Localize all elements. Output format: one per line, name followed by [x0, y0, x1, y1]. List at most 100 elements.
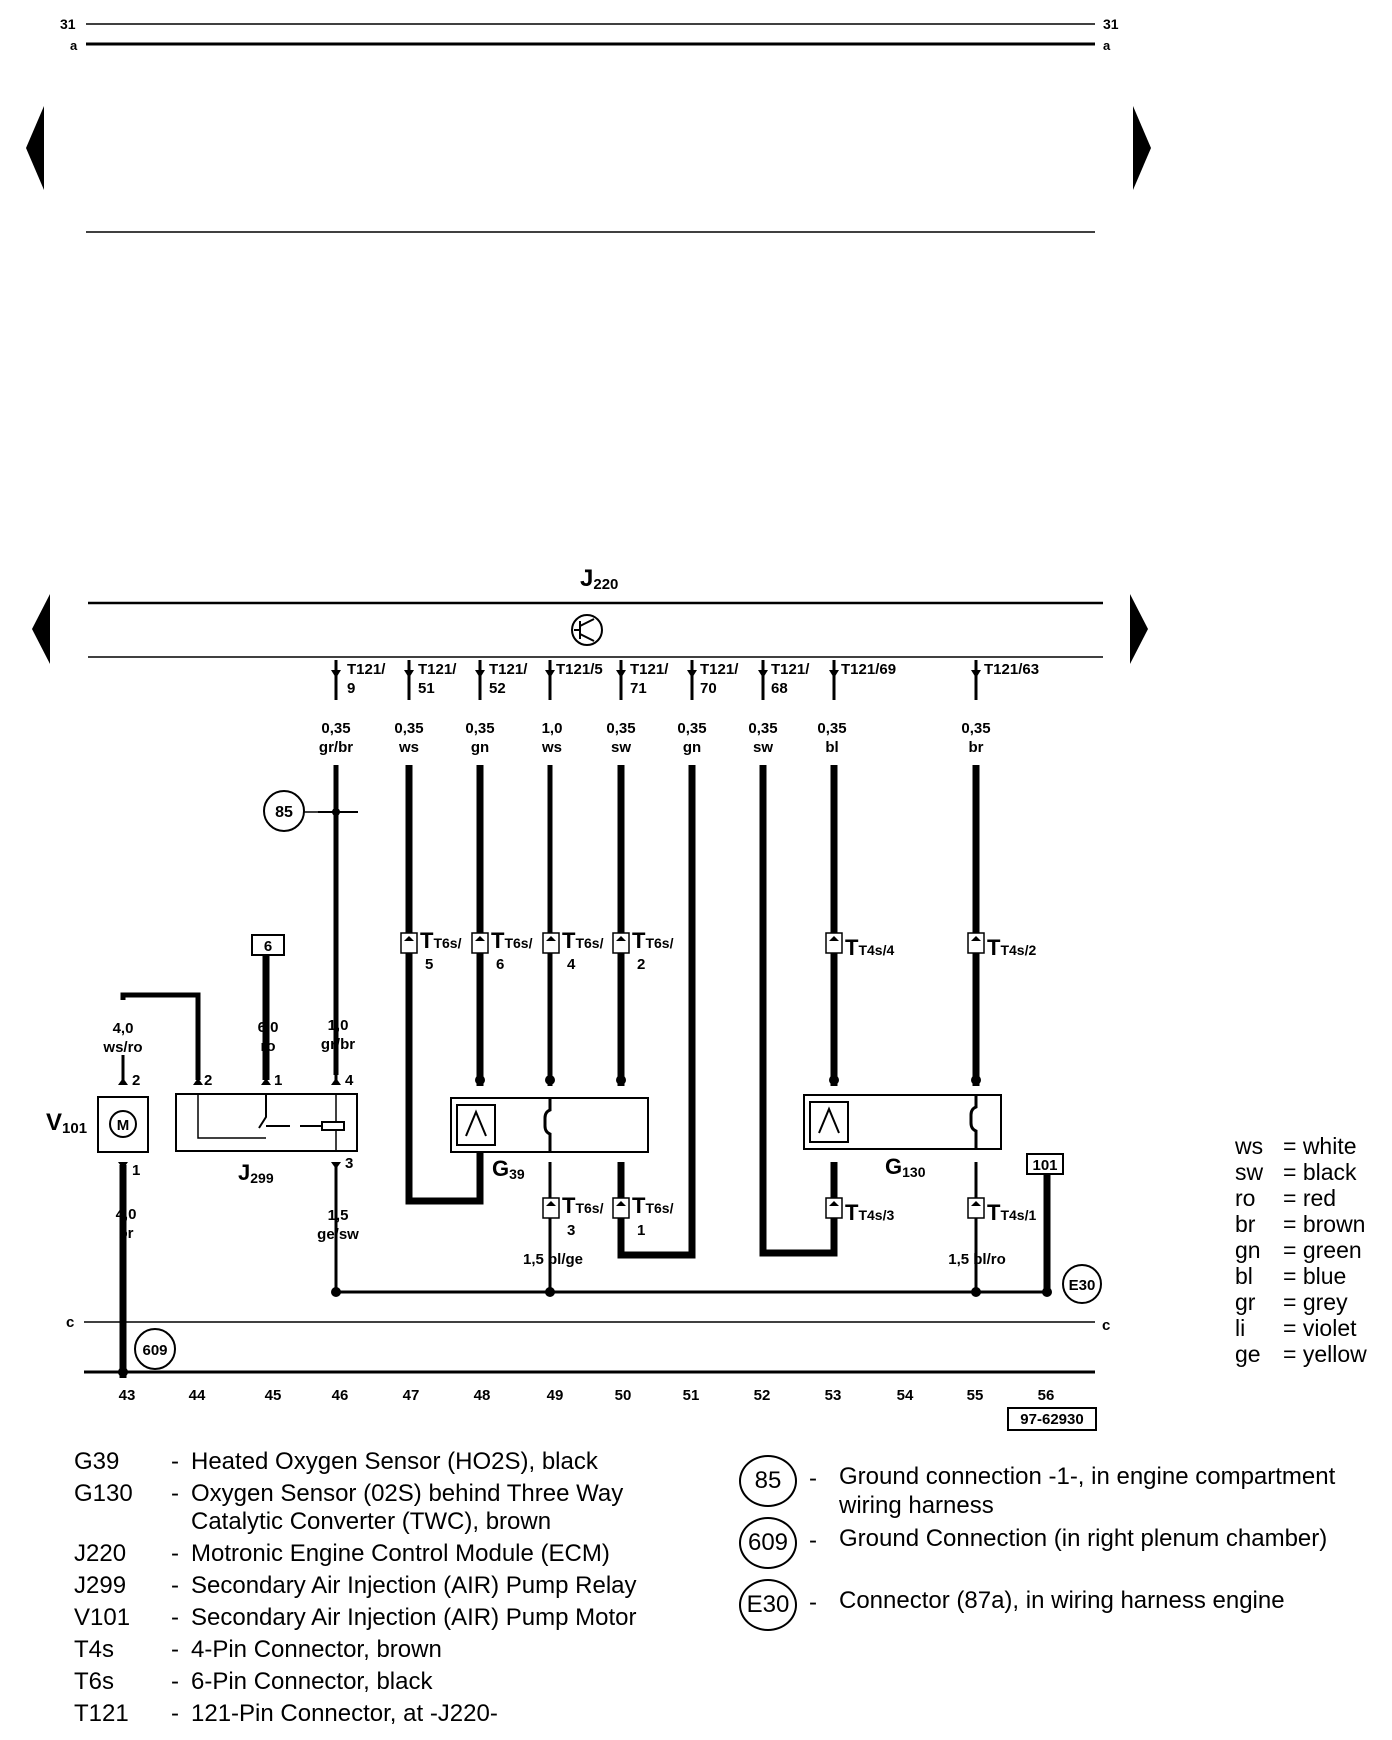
- svg-text:2: 2: [637, 956, 645, 973]
- svg-text:97-62930: 97-62930: [1020, 1411, 1083, 1428]
- svg-text:sw: sw: [753, 739, 773, 756]
- color-legend-item: ws= white: [1235, 1133, 1357, 1159]
- pin-label: T121/5: [556, 661, 603, 678]
- legend-item: T4s-4-Pin Connector, brown: [74, 1636, 442, 1663]
- svg-text:ge/sw: ge/sw: [317, 1226, 359, 1243]
- ground-609-marker: 609: [134, 1328, 176, 1370]
- svg-text:0,35: 0,35: [677, 720, 706, 737]
- svg-text:4: 4: [345, 1072, 354, 1089]
- pin-label: T121/: [771, 661, 810, 678]
- svg-text:gn: gn: [683, 739, 701, 756]
- pin-label: 70: [700, 680, 717, 697]
- svg-text:bl: bl: [825, 739, 838, 756]
- g130-sensor: [803, 1094, 1002, 1150]
- svg-text:4,0: 4,0: [113, 1020, 134, 1037]
- g39-label: G39: [492, 1156, 525, 1182]
- color-legend-item: ge= yellow: [1235, 1341, 1367, 1367]
- svg-text:M: M: [117, 1117, 130, 1134]
- pin-label: T121/: [418, 661, 457, 678]
- page-next-arrow[interactable]: [1133, 106, 1151, 190]
- svg-text:49: 49: [547, 1387, 564, 1404]
- svg-text:sw: sw: [611, 739, 631, 756]
- connector-label: TT6s/: [491, 928, 533, 953]
- legend-item: T6s-6-Pin Connector, black: [74, 1668, 433, 1695]
- svg-text:br: br: [119, 1225, 134, 1242]
- ground-id-badge: 609: [739, 1517, 797, 1569]
- svg-text:1,5: 1,5: [328, 1207, 349, 1224]
- svg-text:br: br: [969, 739, 984, 756]
- svg-text:0,35: 0,35: [961, 720, 990, 737]
- pin-label: T121/: [700, 661, 739, 678]
- color-legend-item: bl= blue: [1235, 1263, 1347, 1289]
- bus-a-left: a: [70, 38, 78, 53]
- pin-label: 68: [771, 680, 788, 697]
- svg-text:0,35: 0,35: [748, 720, 777, 737]
- connector-label: TT6s/: [562, 1193, 604, 1218]
- ecm-prev-arrow[interactable]: [32, 594, 50, 664]
- ecm-next-arrow[interactable]: [1130, 594, 1148, 664]
- svg-text:1: 1: [132, 1162, 140, 1179]
- color-legend: ws= white sw= black ro= red br= brown gn…: [1235, 1133, 1367, 1367]
- pin-label: T121/: [347, 661, 386, 678]
- terminal-101-box: 101: [1026, 1153, 1064, 1175]
- svg-text:609: 609: [142, 1342, 167, 1359]
- pin-label: 52: [489, 680, 506, 697]
- connector-labels: TT6s/ 5 TT6s/ 6 TT6s/ 4 TT6s/ 2 TT4s/4 T…: [420, 928, 1036, 1239]
- svg-text:43: 43: [119, 1387, 136, 1404]
- relay-pin-arrows: [118, 1078, 341, 1169]
- pin-label: T121/: [489, 661, 528, 678]
- connector-label: TT6s/: [420, 928, 462, 953]
- legend-item: V101-Secondary Air Injection (AIR) Pump …: [74, 1604, 637, 1631]
- svg-text:gn: gn: [471, 739, 489, 756]
- mid-wire-labels: 4,0ws/ro 6,0ro 1,0gr/br 4,0br 1,5ge/sw 1…: [102, 1017, 1005, 1268]
- j299-relay: [175, 1093, 358, 1152]
- svg-text:56: 56: [1038, 1387, 1055, 1404]
- svg-text:54: 54: [897, 1387, 914, 1404]
- svg-text:4: 4: [567, 956, 576, 973]
- svg-text:0,35: 0,35: [817, 720, 846, 737]
- terminal-6-box: 6: [251, 934, 285, 956]
- v101-label: V101: [46, 1109, 87, 1137]
- ecm-label: J220: [580, 565, 618, 593]
- svg-text:1,0: 1,0: [542, 720, 563, 737]
- component-legend: G39-Heated Oxygen Sensor (HO2S), black G…: [74, 1446, 637, 1730]
- page-prev-arrow[interactable]: [26, 106, 44, 190]
- legend-item: J299-Secondary Air Injection (AIR) Pump …: [74, 1572, 637, 1599]
- ground-85-marker: 85: [263, 790, 305, 832]
- svg-text:85: 85: [275, 804, 293, 821]
- svg-text:5: 5: [425, 956, 433, 973]
- bus-c-right: c: [1102, 1317, 1110, 1334]
- svg-text:gr/br: gr/br: [319, 739, 353, 756]
- g130-label: G130: [885, 1154, 926, 1180]
- svg-text:1: 1: [274, 1072, 282, 1089]
- legend-item: J220-Motronic Engine Control Module (ECM…: [74, 1540, 610, 1567]
- color-legend-item: gr= grey: [1235, 1289, 1348, 1315]
- bus-a-right: a: [1103, 38, 1111, 53]
- svg-text:1: 1: [637, 1222, 645, 1239]
- junction-dots: [118, 1075, 1052, 1377]
- relay-pin-numbers: 2 1 2 1 4 3: [132, 1072, 354, 1179]
- svg-text:55: 55: [967, 1387, 984, 1404]
- connector-label: TT6s/: [632, 928, 674, 953]
- svg-text:101: 101: [1032, 1157, 1057, 1174]
- connector-label: TT4s/2: [987, 935, 1036, 960]
- bus-31-left: 31: [60, 16, 76, 32]
- v101-motor: M: [97, 1096, 149, 1153]
- svg-text:45: 45: [265, 1387, 282, 1404]
- svg-text:0,35: 0,35: [465, 720, 494, 737]
- legend-item: T121-121-Pin Connector, at -J220-: [74, 1700, 498, 1727]
- legend-item: G39-Heated Oxygen Sensor (HO2S), black: [74, 1448, 598, 1475]
- pin-labels: T121/ 9 T121/ 51 T121/ 52 T121/5 T121/ 7…: [347, 661, 1039, 697]
- pin-label: T121/69: [841, 661, 896, 678]
- color-legend-item: li= violet: [1235, 1315, 1357, 1341]
- svg-text:2: 2: [204, 1072, 212, 1089]
- connector-label: TT4s/1: [987, 1200, 1036, 1225]
- color-legend-item: ro= red: [1235, 1185, 1337, 1211]
- legend-item: G130-Oxygen Sensor (02S) behind Three Wa…: [74, 1480, 624, 1507]
- pin-label: 71: [630, 680, 647, 697]
- pin-label: T121/: [630, 661, 669, 678]
- g39-sensor: [450, 1097, 649, 1153]
- ground-id-badge: 85: [739, 1455, 797, 1507]
- svg-text:0,35: 0,35: [394, 720, 423, 737]
